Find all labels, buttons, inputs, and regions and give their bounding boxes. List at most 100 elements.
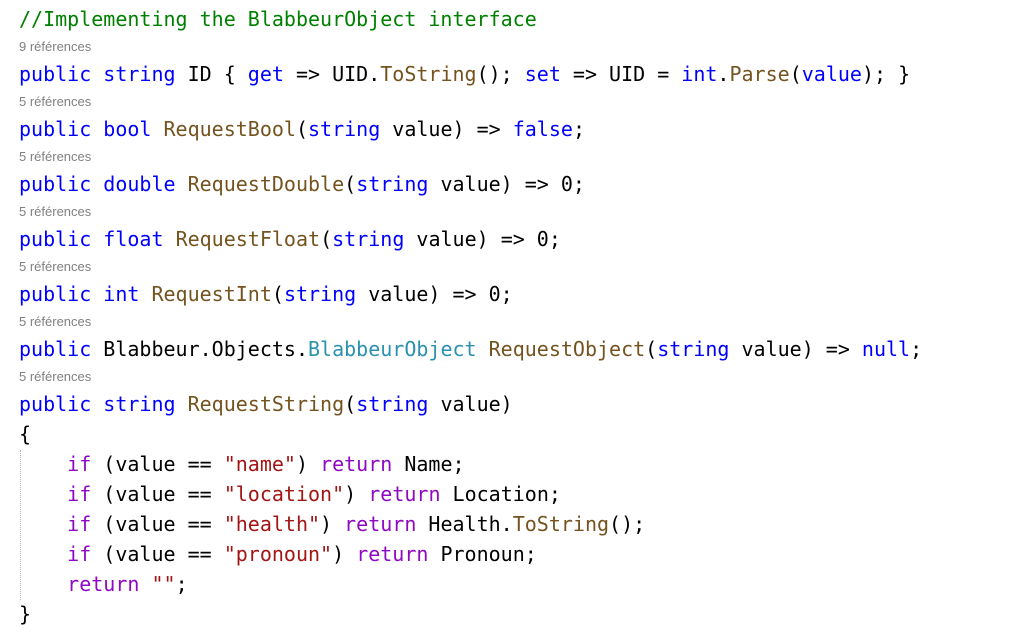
code-token-plain: => UID = <box>560 62 682 86</box>
code-token-plain: ; <box>572 117 585 141</box>
code-token-plain: ( <box>344 392 357 416</box>
code-token-plain: ) <box>344 482 369 506</box>
code-token-plain: . <box>717 62 730 86</box>
code-token-plain: ; <box>910 337 923 361</box>
code-token-method: RequestFloat <box>175 227 321 251</box>
code-token-plain: ( <box>645 337 658 361</box>
code-token-keyword: string <box>103 392 176 416</box>
code-token-plain <box>91 62 103 86</box>
code-token-plain: Location; <box>440 482 561 506</box>
code-token-plain <box>151 117 163 141</box>
code-token-plain: value) => <box>380 117 513 141</box>
code-token-control: if <box>67 512 92 536</box>
code-token-keyword: public <box>19 227 92 251</box>
code-token-plain: ( <box>295 117 309 141</box>
code-token-plain: ) <box>320 512 345 536</box>
code-token-keyword: public <box>19 392 92 416</box>
code-token-plain: ID { <box>175 62 248 86</box>
code-token-plain: ( <box>271 282 284 306</box>
code-token-string: "location" <box>223 482 345 506</box>
code-token-plain <box>91 117 103 141</box>
code-token-plain <box>164 227 176 251</box>
code-token-plain: value) => 0; <box>404 227 561 251</box>
code-token-plain: (); <box>609 512 646 536</box>
code-token-control: return <box>320 452 393 476</box>
code-token-type: BlabbeurObject <box>308 337 477 361</box>
code-token-keyword: string <box>332 227 405 251</box>
code-token-keyword: public <box>19 172 92 196</box>
code-token-keyword: value <box>801 62 862 86</box>
code-token-control: return <box>356 542 429 566</box>
code-token-control: return <box>344 512 417 536</box>
code-line: public float RequestFloat(string value) … <box>19 224 1024 254</box>
code-token-plain: ); } <box>861 62 911 86</box>
code-token-plain: Pronoun; <box>428 542 537 566</box>
code-token-keyword: bool <box>103 117 152 141</box>
code-token-plain <box>139 282 151 306</box>
code-token-control: if <box>67 542 92 566</box>
code-token-plain: value) => <box>729 337 862 361</box>
code-token-method: ToString <box>512 512 610 536</box>
code-token-plain: Blabbeur.Objects. <box>91 337 308 361</box>
code-token-keyword: int <box>103 282 140 306</box>
code-token-comment: //Implementing the BlabbeurObject interf… <box>19 7 537 31</box>
code-lens-references[interactable]: 5 références <box>19 204 92 219</box>
code-token-plain <box>176 172 188 196</box>
code-token-plain: ) <box>332 542 357 566</box>
code-token-keyword: string <box>283 282 357 306</box>
code-token-keyword: string <box>657 337 730 361</box>
code-token-method: RequestString <box>187 392 345 416</box>
code-line: public Blabbeur.Objects.BlabbeurObject R… <box>19 334 1024 364</box>
code-lens-references[interactable]: 5 références <box>19 259 92 274</box>
code-token-method: RequestObject <box>488 337 646 361</box>
indent-guide <box>20 450 21 600</box>
code-line: public bool RequestBool(string value) =>… <box>19 114 1024 144</box>
code-lens-references[interactable]: 5 références <box>19 94 92 109</box>
code-token-keyword: public <box>19 337 92 361</box>
code-token-keyword: string <box>308 117 381 141</box>
code-token-control: if <box>67 452 92 476</box>
code-token-method: RequestDouble <box>187 172 345 196</box>
code-token-keyword: string <box>356 172 429 196</box>
code-token-plain <box>176 392 188 416</box>
code-token-plain: (value == <box>91 482 224 506</box>
code-token-method: RequestInt <box>151 282 272 306</box>
code-token-plain <box>19 572 67 596</box>
code-token-plain: Name; <box>392 452 465 476</box>
code-token-plain: value) <box>428 392 513 416</box>
code-line: public double RequestDouble(string value… <box>19 169 1024 199</box>
code-token-plain: { <box>19 422 32 446</box>
code-token-keyword: set <box>524 62 561 86</box>
code-token-string: "health" <box>223 512 321 536</box>
code-lens-references[interactable]: 5 références <box>19 314 92 329</box>
code-token-plain <box>477 337 489 361</box>
code-lens-references[interactable]: 9 références <box>19 39 92 54</box>
code-token-keyword: string <box>103 62 176 86</box>
code-line: return ""; <box>19 569 1024 599</box>
code-token-keyword: public <box>19 117 92 141</box>
code-token-plain: ( <box>320 227 333 251</box>
code-line: if (value == "health") return Health.ToS… <box>19 509 1024 539</box>
code-token-keyword: double <box>103 172 176 196</box>
code-token-method: ToString <box>380 62 477 86</box>
code-line: { <box>19 419 1024 449</box>
code-token-plain: Health. <box>416 512 513 536</box>
code-lens-references[interactable]: 5 références <box>19 149 92 164</box>
code-token-string: "pronoun" <box>223 542 333 566</box>
code-token-plain: value) => 0; <box>428 172 585 196</box>
code-lines: //Implementing the BlabbeurObject interf… <box>19 4 1024 629</box>
code-token-keyword: string <box>356 392 429 416</box>
code-token-string: "" <box>151 572 176 596</box>
code-token-plain <box>19 482 67 506</box>
code-line: if (value == "pronoun") return Pronoun; <box>19 539 1024 569</box>
code-line: public string RequestString(string value… <box>19 389 1024 419</box>
code-token-method: Parse <box>729 62 790 86</box>
code-token-plain <box>19 452 67 476</box>
code-token-keyword: public <box>19 62 92 86</box>
code-line: if (value == "location") return Location… <box>19 479 1024 509</box>
code-token-plain: ( <box>344 172 357 196</box>
code-token-keyword: get <box>247 62 284 86</box>
code-token-plain: (value == <box>91 512 224 536</box>
code-lens-references[interactable]: 5 références <box>19 369 92 384</box>
